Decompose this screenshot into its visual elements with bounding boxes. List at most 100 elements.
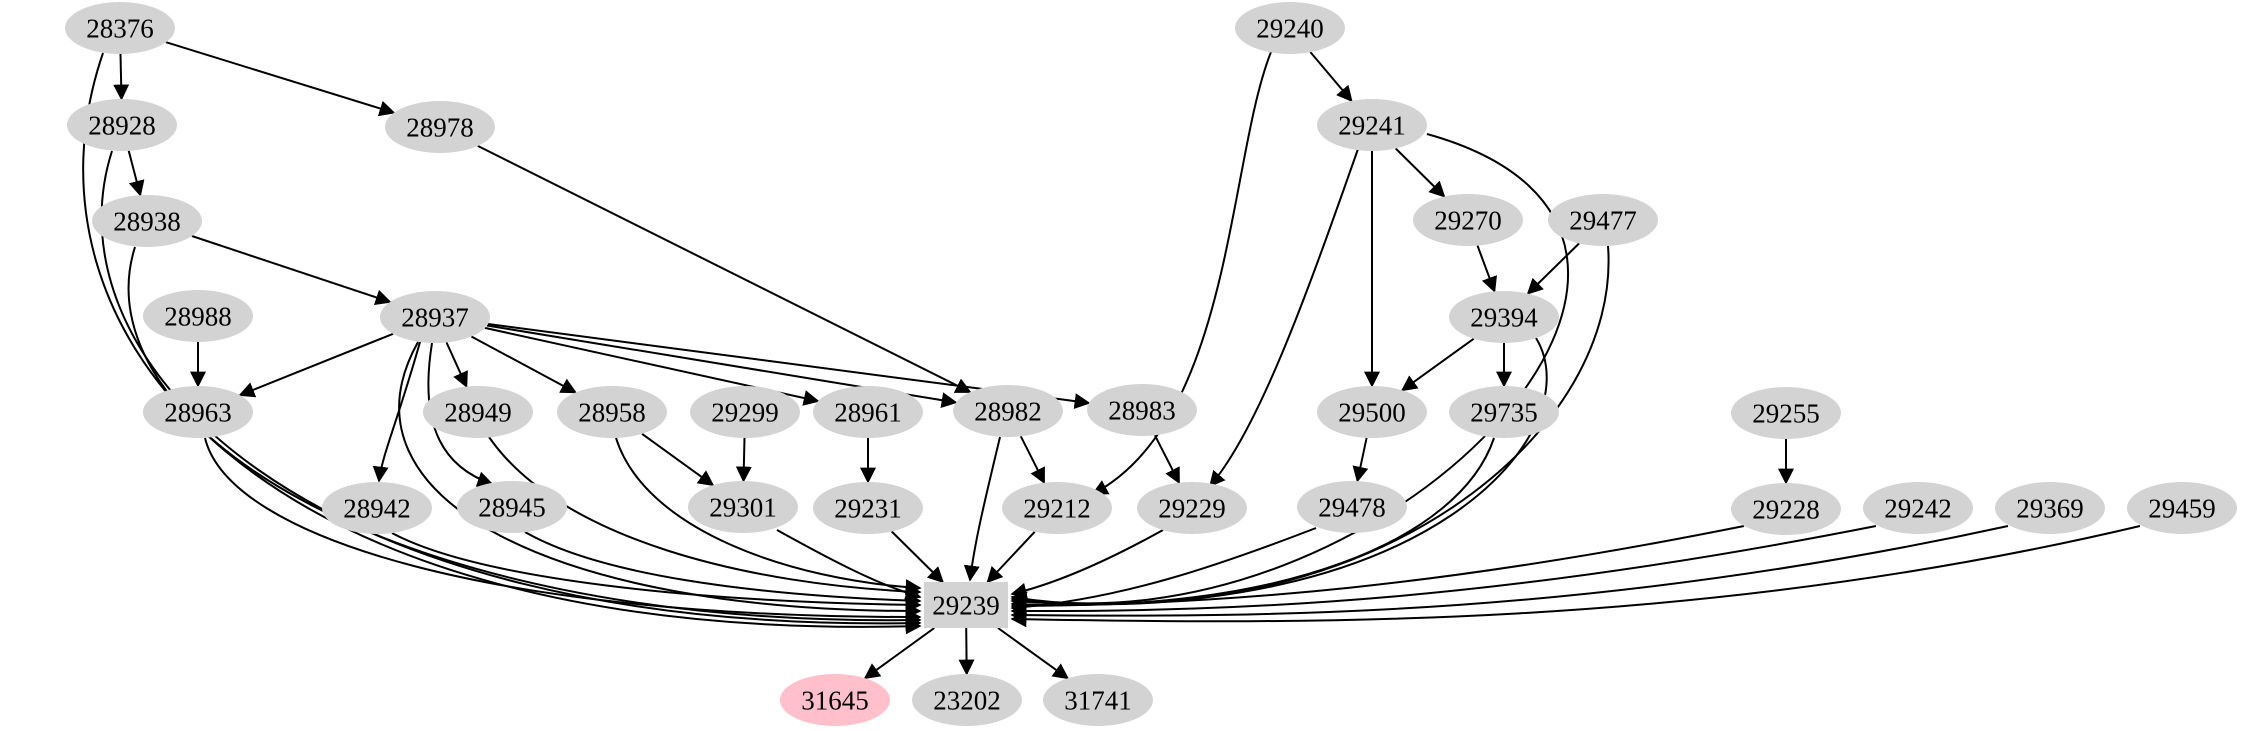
node-29228-label: 29228 xyxy=(1752,494,1820,524)
node-28937-shape xyxy=(380,291,490,343)
node-31645-shape xyxy=(780,674,890,726)
node-23202: 23202 xyxy=(912,674,1022,726)
node-29255-label: 29255 xyxy=(1752,398,1820,428)
node-29242: 29242 xyxy=(1863,482,1973,534)
node-28942-label: 28942 xyxy=(343,493,411,523)
node-28983-shape xyxy=(1087,384,1197,436)
node-28945-label: 28945 xyxy=(478,492,546,522)
edge-28376-28978 xyxy=(165,41,396,117)
edge-29394-29500 xyxy=(1400,337,1475,392)
node-31645: 31645 xyxy=(780,674,890,726)
node-29239: 29239 xyxy=(924,582,1008,628)
node-28958: 28958 xyxy=(557,386,667,438)
node-29735: 29735 xyxy=(1449,386,1559,438)
node-28376-label: 28376 xyxy=(86,13,154,43)
node-29255-shape xyxy=(1731,387,1841,439)
edge-29242-29239 xyxy=(1010,525,1877,620)
node-28988-shape xyxy=(143,290,253,342)
node-29239-shape xyxy=(924,582,1008,628)
node-28942-shape xyxy=(322,482,432,534)
node-29231: 29231 xyxy=(813,482,923,534)
node-28983: 28983 xyxy=(1087,384,1197,436)
node-28928: 28928 xyxy=(67,99,177,151)
edge-28937-29239 xyxy=(398,341,922,620)
edge-29459-29239 xyxy=(1010,525,2141,628)
node-29369: 29369 xyxy=(1995,482,2105,534)
node-29478-label: 29478 xyxy=(1318,492,1386,522)
node-28983-label: 28983 xyxy=(1108,395,1176,425)
edge-28938-29239 xyxy=(127,246,922,629)
node-28961-shape xyxy=(813,386,923,438)
node-29459-label: 29459 xyxy=(2148,493,2216,523)
node-28945-shape xyxy=(457,481,567,533)
node-29500-shape xyxy=(1317,386,1427,438)
node-29477-label: 29477 xyxy=(1569,205,1637,235)
edge-28937-28942 xyxy=(372,341,421,483)
node-29299: 29299 xyxy=(690,386,800,438)
node-28928-label: 28928 xyxy=(88,110,156,140)
node-29255: 29255 xyxy=(1731,387,1841,439)
node-29229: 29229 xyxy=(1137,482,1247,534)
edge-28937-28949 xyxy=(445,341,468,389)
node-29229-shape xyxy=(1137,482,1247,534)
node-28958-label: 28958 xyxy=(578,397,646,427)
node-29477-shape xyxy=(1548,194,1658,246)
node-29735-shape xyxy=(1449,386,1559,438)
edge-29477-29394 xyxy=(1526,242,1580,295)
node-29394: 29394 xyxy=(1449,291,1559,343)
node-29240: 29240 xyxy=(1235,2,1345,54)
edge-28963-29239 xyxy=(204,437,922,626)
node-28963-label: 28963 xyxy=(164,397,232,427)
edge-28958-29239 xyxy=(615,437,922,596)
node-31741: 31741 xyxy=(1043,674,1153,726)
node-28978-label: 28978 xyxy=(406,112,474,142)
node-29242-shape xyxy=(1863,482,1973,534)
edge-28376-28928 xyxy=(113,53,130,101)
node-29212-shape xyxy=(1002,482,1112,534)
node-29212: 29212 xyxy=(1002,482,1112,534)
node-29241-shape xyxy=(1317,99,1427,151)
node-28988-label: 28988 xyxy=(164,301,232,331)
node-29241-label: 29241 xyxy=(1338,110,1406,140)
node-31741-shape xyxy=(1043,674,1153,726)
edge-28983-29229 xyxy=(1154,434,1180,485)
edge-28982-29239 xyxy=(963,436,1001,582)
node-28376-shape xyxy=(65,2,175,54)
node-29735-label: 29735 xyxy=(1470,397,1538,427)
node-29270-shape xyxy=(1413,194,1523,246)
edge-29301-29239 xyxy=(776,529,922,601)
node-29270-label: 29270 xyxy=(1434,205,1502,235)
node-28982-shape xyxy=(953,385,1063,437)
node-28978-shape xyxy=(385,101,495,153)
node-29301-shape xyxy=(688,481,798,533)
node-29459-shape xyxy=(2127,482,2237,534)
node-28949: 28949 xyxy=(423,386,533,438)
node-28982-label: 28982 xyxy=(974,396,1042,426)
edge-28945-29239 xyxy=(524,531,922,609)
edge-28942-29239 xyxy=(391,532,922,613)
edge-29239-31645 xyxy=(863,627,935,680)
node-28376: 28376 xyxy=(65,2,175,54)
node-28961: 28961 xyxy=(813,386,923,438)
node-28949-label: 28949 xyxy=(444,397,512,427)
node-28938: 28938 xyxy=(92,195,202,247)
node-29394-label: 29394 xyxy=(1470,302,1538,332)
node-23202-label: 23202 xyxy=(933,685,1001,715)
edge-28958-29301 xyxy=(641,432,715,487)
node-29228-shape xyxy=(1731,483,1841,535)
edge-29241-29270 xyxy=(1394,147,1446,198)
edge-29299-29301 xyxy=(735,437,752,483)
edge-29478-29239 xyxy=(1010,527,1317,615)
node-28963-shape xyxy=(143,386,253,438)
edge-29369-29239 xyxy=(1010,525,2009,624)
edge-29239-23202 xyxy=(958,627,975,676)
edge-29229-29239 xyxy=(1010,529,1164,599)
node-29394-shape xyxy=(1449,291,1559,343)
node-29241: 29241 xyxy=(1317,99,1427,151)
edge-28978-28982 xyxy=(477,145,972,393)
node-28988: 28988 xyxy=(143,290,253,342)
edge-29239-31741 xyxy=(997,627,1070,680)
node-28963: 28963 xyxy=(143,386,253,438)
